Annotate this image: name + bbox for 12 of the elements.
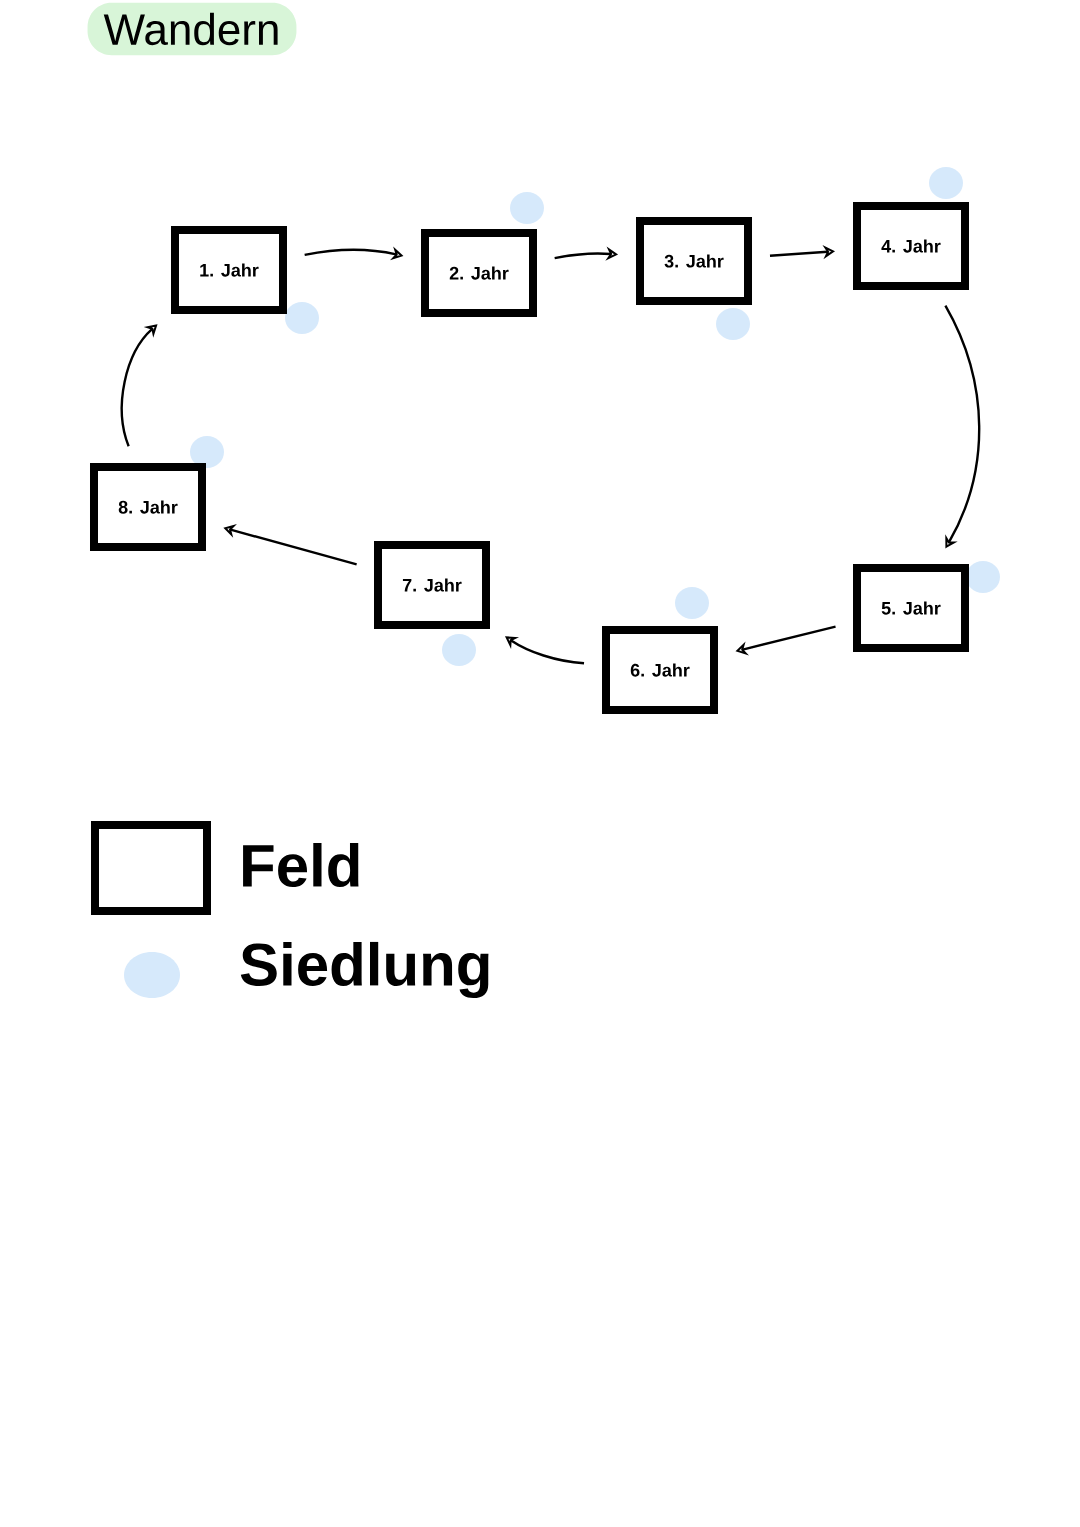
legend-label: Siedlung: [240, 941, 489, 999]
legend-label: Feld: [243, 843, 359, 888]
title: Wandern: [87, 2, 297, 56]
year-box: 8. Jahr: [90, 463, 206, 551]
year-box: 3. Jahr: [636, 217, 752, 305]
year-box: 4. Jahr: [853, 202, 969, 290]
year-box: 1. Jahr: [171, 226, 287, 314]
arrow: [120, 324, 158, 447]
year-box: 7. Jahr: [374, 541, 490, 629]
year-box: 5. Jahr: [853, 564, 969, 652]
year-box: 2. Jahr: [421, 229, 537, 317]
year-box: 6. Jahr: [602, 626, 718, 714]
